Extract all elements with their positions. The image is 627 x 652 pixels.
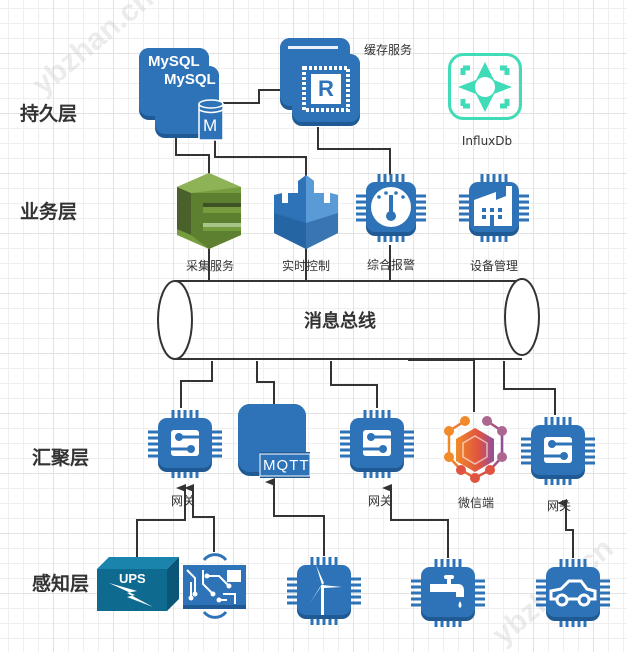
layer-label-aggregation: 汇聚层	[32, 447, 90, 469]
message-bus[interactable]	[155, 278, 541, 362]
aggregation-label-gateway-2: 网关	[367, 494, 392, 508]
aws-castle-icon	[274, 175, 338, 249]
device-management-node[interactable]	[459, 172, 529, 244]
wire-turbine-mqtt	[265, 478, 325, 556]
wire-mysql-collect	[175, 138, 210, 175]
redis-chip-letter: R	[318, 76, 334, 101]
ups-node[interactable]: UPS	[97, 557, 179, 611]
business-label-alarm: 综合报警	[366, 258, 415, 272]
gateway-chip-icon	[340, 410, 414, 478]
wechat-hexagon-icon	[444, 416, 507, 483]
mysql-icon	[139, 48, 224, 141]
wire-car-gw3	[557, 499, 574, 558]
cache-service-label: 缓存服务	[364, 43, 413, 57]
influxdb-node[interactable]	[448, 53, 524, 121]
wire-redis-alarm	[317, 127, 391, 175]
wire-tap-gw2	[382, 484, 449, 558]
wechat-node[interactable]	[440, 412, 512, 484]
wire-bus-mqtt	[256, 361, 275, 404]
water-tap-node[interactable]	[411, 557, 485, 629]
wire-ups-gw1	[136, 484, 186, 560]
redis-chip-icon	[280, 38, 360, 126]
wire-mysql-redis	[220, 89, 292, 104]
business-label-device: 设备管理	[469, 259, 518, 273]
wind-turbine-node[interactable]	[287, 555, 361, 627]
mysql-cluster[interactable]: MySQL MySQL M	[139, 48, 229, 141]
bus-cylinder-icon	[157, 278, 540, 360]
car-node[interactable]	[536, 557, 610, 629]
gateway-node-1[interactable]	[148, 408, 222, 480]
collect-service-node[interactable]	[177, 173, 241, 249]
wire-mysql-control	[214, 138, 307, 178]
mysql-back-label: MySQL	[148, 53, 200, 70]
rfid-circuit-icon	[183, 553, 246, 619]
aggregation-label-wechat: 微信端	[457, 496, 494, 510]
influxdb-label: InfluxDb	[461, 134, 513, 148]
wire-bus-gw3	[503, 361, 556, 415]
car-chip-icon	[536, 559, 610, 627]
redis-cache-node[interactable]: R	[280, 38, 360, 130]
aws-kinesis-icon	[177, 173, 241, 249]
rfid-node[interactable]	[183, 548, 247, 624]
message-bus-label: 消息总线	[304, 311, 376, 332]
mysql-front-label: MySQL	[164, 71, 216, 88]
ups-label: UPS	[119, 571, 146, 586]
gateway-node-3[interactable]	[521, 415, 595, 487]
aggregation-label-gateway-1: 网关	[170, 494, 195, 508]
influxdb-icon	[448, 53, 522, 120]
wind-turbine-chip-icon	[287, 557, 361, 625]
thermometer-chip-icon	[356, 174, 426, 242]
aggregation-label-gateway-3: 网关	[546, 499, 571, 513]
business-label-collect: 采集服务	[185, 259, 234, 273]
gateway-node-2[interactable]	[340, 408, 414, 480]
layer-label-business: 业务层	[20, 201, 78, 223]
mqtt-node[interactable]: MQTT	[238, 404, 311, 478]
gateway-chip-icon	[521, 417, 595, 485]
mqtt-label: MQTT	[263, 457, 310, 474]
gateway-chip-icon	[148, 410, 222, 478]
water-tap-chip-icon	[411, 559, 485, 627]
wire-bus-gw2	[330, 361, 378, 408]
layer-label-perception: 感知层	[32, 573, 90, 595]
alarm-node[interactable]	[356, 172, 426, 244]
business-label-control: 实时控制	[281, 259, 330, 273]
realtime-control-node[interactable]	[274, 173, 338, 249]
mqtt-broker-icon	[238, 404, 311, 478]
factory-chip-icon	[459, 174, 529, 242]
wire-bus-gw1	[180, 361, 213, 408]
ups-box-icon	[97, 557, 179, 611]
wire-rfid-gw1	[184, 484, 215, 552]
layer-label-persistence: 持久层	[20, 103, 78, 125]
wire-bus-wechat	[408, 359, 475, 412]
mysql-master-badge: M	[203, 116, 218, 135]
